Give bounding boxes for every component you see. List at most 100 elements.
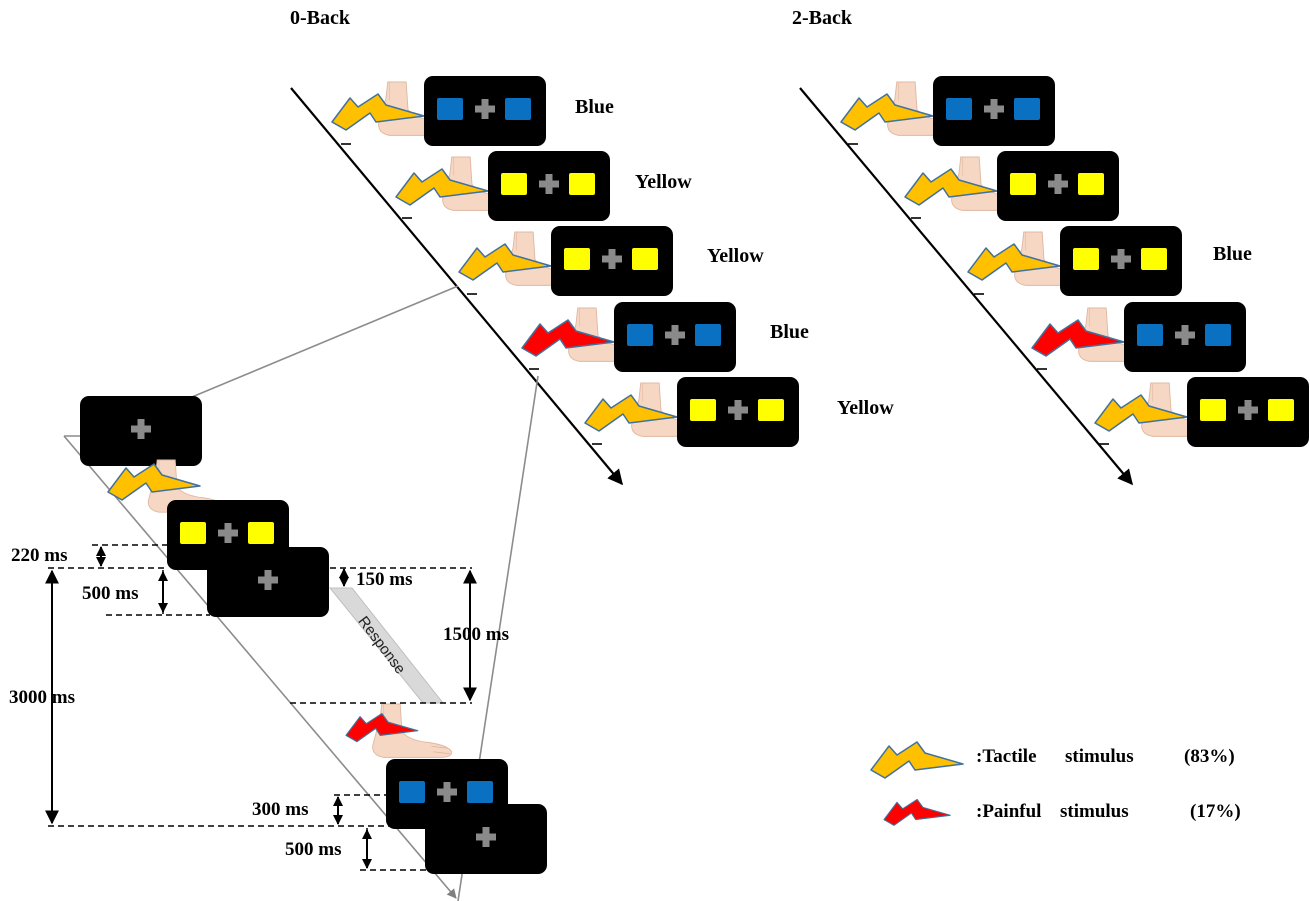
right-color-square [505,98,531,120]
legend-painful-pct: (17%) [1190,801,1241,822]
fixation-cross-icon [728,400,748,420]
zero-back-response-label: Yellow [837,397,894,419]
blue-squares-screen [614,302,736,372]
fixation-cross-icon [258,570,278,590]
right-color-square [1014,98,1040,120]
trial-row [395,151,610,221]
left-color-square [946,98,972,120]
fixation-cross-icon [665,325,685,345]
legend: :Tactile stimulus (83%) :Painful stimulu… [870,741,1241,826]
left-color-square [690,399,716,421]
zero-back-response-label: Blue [575,96,614,118]
right-color-square [569,173,595,195]
blue-squares-screen [1124,302,1246,372]
blue-squares-screen [933,76,1055,146]
time-300-label: 300 ms [252,799,308,820]
left-color-square [437,98,463,120]
legend-painful-word: stimulus [1060,801,1129,822]
trial-row [1094,377,1309,447]
trial-row [521,302,736,372]
two-back-ticks [848,143,1109,445]
fixation-screen [425,804,547,874]
legend-painful-label: :Painful [976,801,1041,822]
painful-bolt-icon [345,712,419,743]
fixation-screen [207,547,329,617]
right-color-square [1078,173,1104,195]
tactile-bolt-icon [584,394,678,432]
tactile-bolt-icon [967,243,1061,281]
tactile-bolt-icon [840,93,934,131]
time-500-label-b: 500 ms [285,839,341,860]
two-back-time-arrow [799,87,1133,486]
legend-tactile-pct: (83%) [1184,746,1235,767]
timing-labels: 220 ms 500 ms 150 ms 1500 ms 3000 ms 300… [9,545,509,860]
tactile-bolt-icon [1094,394,1188,432]
yellow-squares-screen [677,377,799,447]
legend-painful-bolt-icon [883,798,951,826]
trial-row [967,226,1182,296]
timing-arrows [45,546,477,869]
fixation-cross-icon [1048,174,1068,194]
legend-tactile-bolt-icon [870,741,964,779]
fixation-cross-icon [602,249,622,269]
tactile-bolt-icon [458,243,552,281]
left-color-square [564,248,590,270]
tactile-bolt-icon [395,168,489,206]
zero-back-response-label: Blue [770,321,809,343]
zero-back-ticks [341,143,602,445]
response-label: Response [354,613,408,677]
left-color-square [627,324,653,346]
tactile-bolt-icon [331,93,425,131]
tactile-bolt-icon [870,741,964,779]
fixation-cross-icon [539,174,559,194]
trial-row [840,76,1055,146]
time-220-label: 220 ms [11,545,67,566]
trial-row [904,151,1119,221]
right-color-square [1205,324,1231,346]
yellow-squares-screen [1060,226,1182,296]
left-color-square [1137,324,1163,346]
legend-tactile-word: stimulus [1065,746,1134,767]
time-3000-label: 3000 ms [9,687,75,708]
yellow-squares-screen [997,151,1119,221]
zero-back-title: 0-Back [290,7,351,29]
fixation-cross-icon [218,523,238,543]
fixation-cross-icon [131,419,151,439]
fixation-cross-icon [1111,249,1131,269]
left-color-square [501,173,527,195]
left-color-square [1073,248,1099,270]
yellow-squares-screen [1187,377,1309,447]
trial-row [331,76,546,146]
two-back-response-label: Blue [1213,243,1252,265]
trial-row [1031,302,1246,372]
zoom-detail [80,396,547,874]
fixation-screen [80,396,202,466]
tactile-bolt-icon [107,463,201,501]
two-back-title: 2-Back [792,7,853,29]
fixation-cross-icon [437,782,457,802]
right-color-square [248,522,274,544]
two-back-trials: Blue [840,76,1309,447]
blue-squares-screen [424,76,546,146]
painful-bolt-icon [521,319,615,357]
fixation-cross-icon [1238,400,1258,420]
fixation-cross-icon [984,99,1004,119]
right-color-square [467,781,493,803]
time-150-label: 150 ms [356,569,412,590]
trial-row [584,377,799,447]
painful-bolt-icon [1031,319,1125,357]
right-color-square [695,324,721,346]
fixation-cross-icon [475,99,495,119]
tactile-bolt-icon [904,168,998,206]
left-color-square [180,522,206,544]
zero-back-response-label: Yellow [635,171,692,193]
time-1500-label: 1500 ms [443,624,509,645]
trial-row [458,226,673,296]
right-color-square [632,248,658,270]
yellow-squares-screen [488,151,610,221]
right-color-square [1268,399,1294,421]
right-color-square [758,399,784,421]
